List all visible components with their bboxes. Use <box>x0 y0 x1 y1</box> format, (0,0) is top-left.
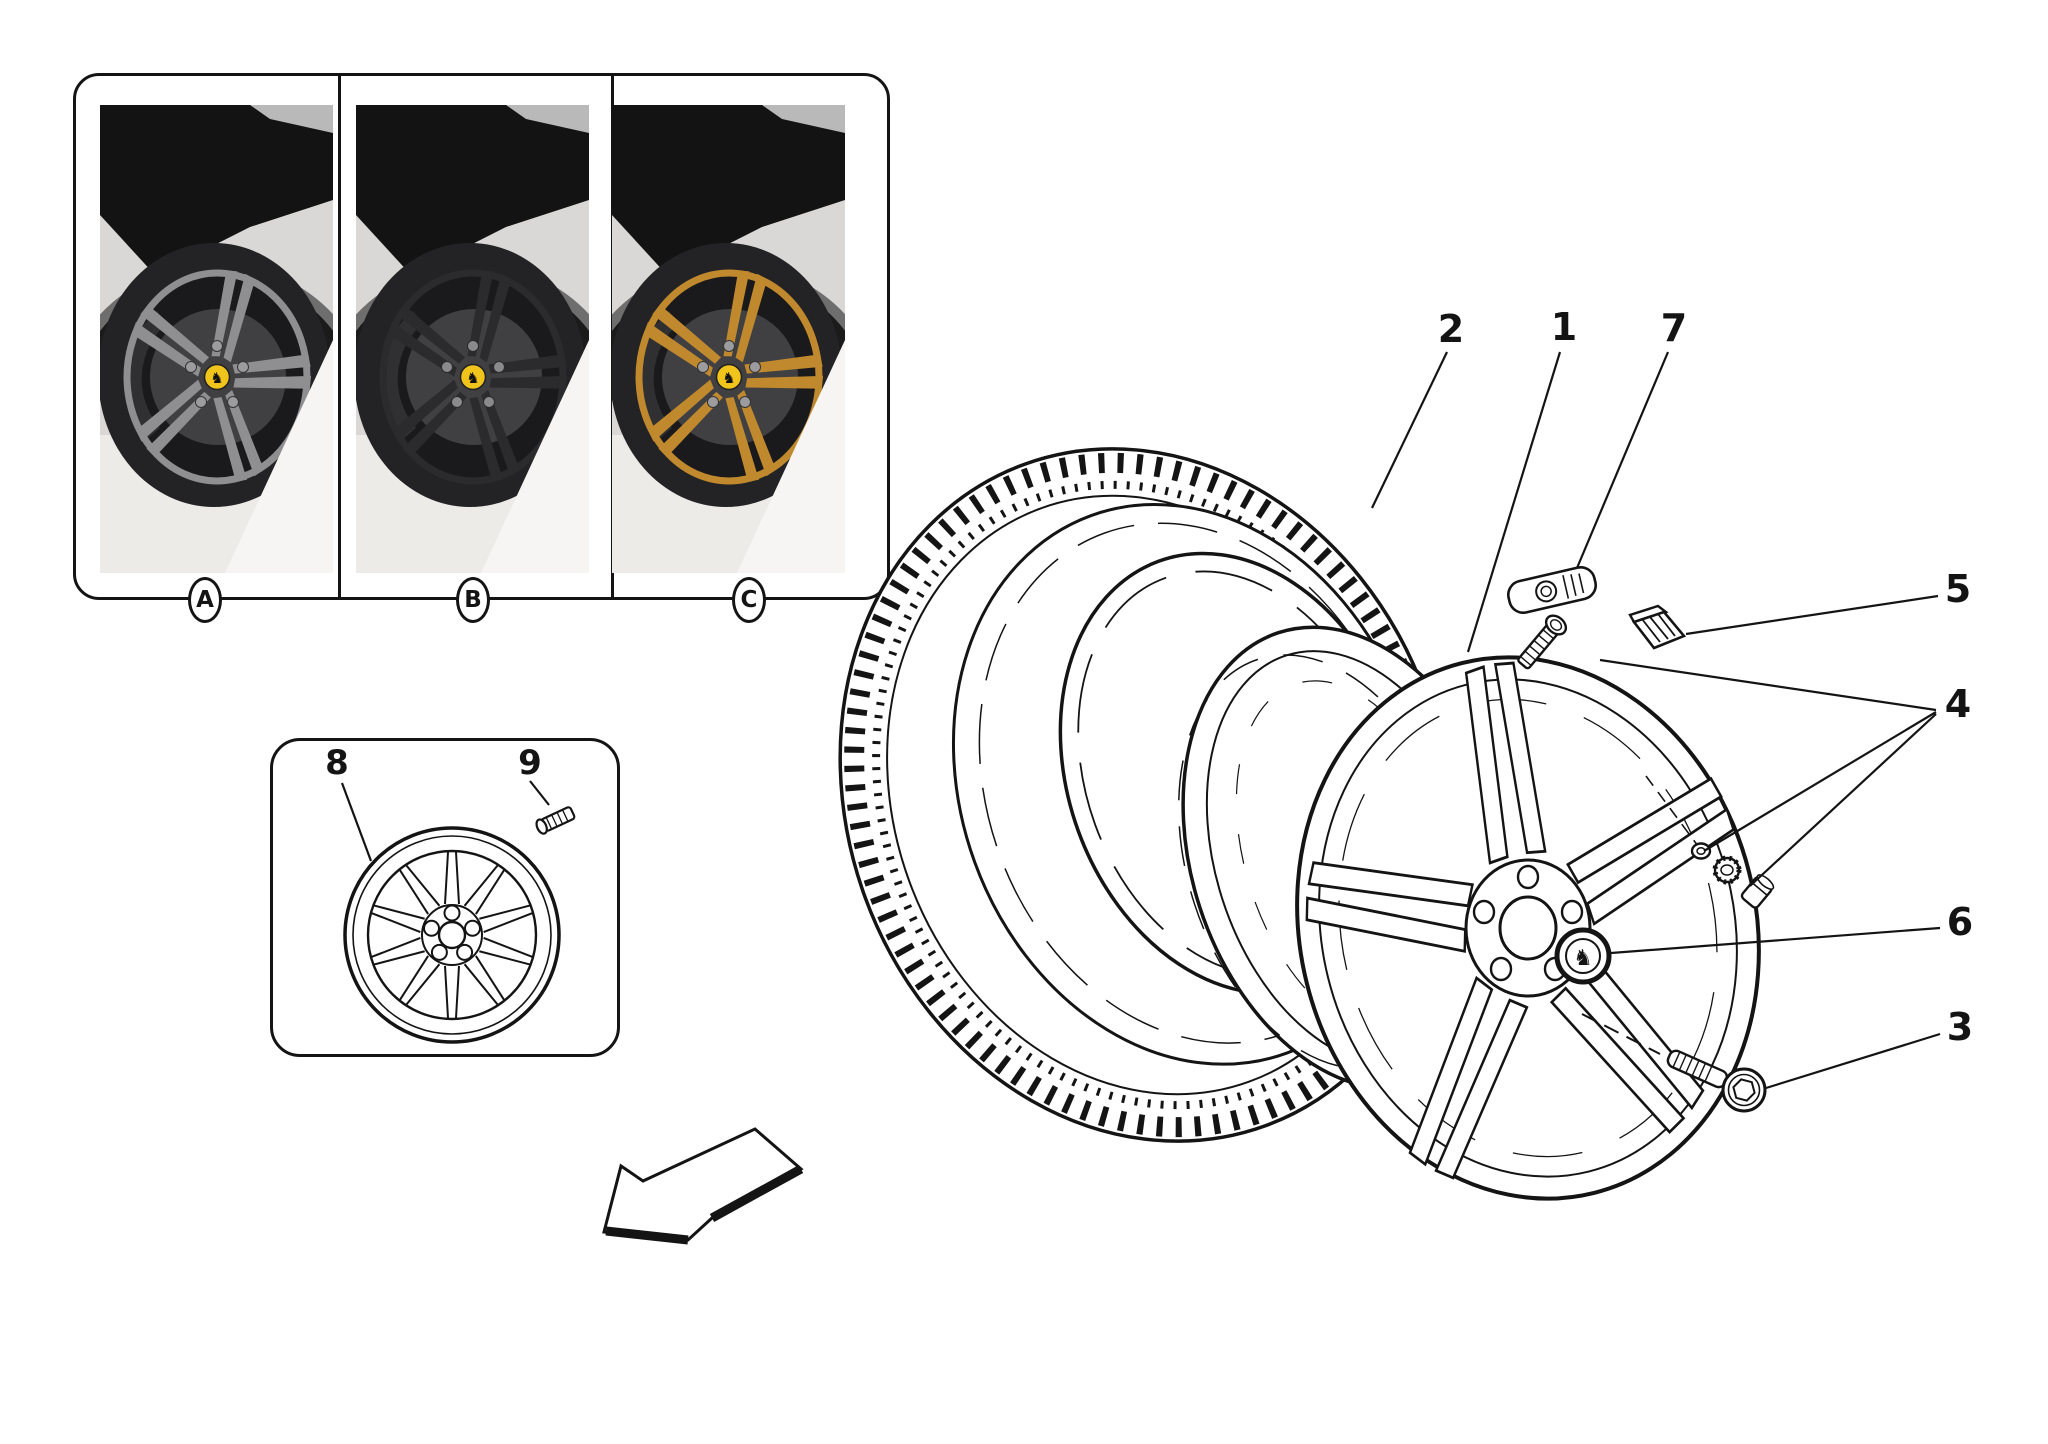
brake-caliper <box>637 310 680 439</box>
hub-cap-drawing: ♞ <box>1554 927 1612 985</box>
wheel-drawing <box>1295 655 1761 1201</box>
tpms-sensor-drawing <box>1507 566 1597 614</box>
variant-label-b: B <box>456 577 490 623</box>
center-cap <box>715 363 743 391</box>
wheel-photo-a-graphic: ♞ <box>100 105 333 573</box>
brake-caliper <box>381 310 424 439</box>
callout-3: 3 <box>1946 1005 1974 1049</box>
spare-wheel-spokes <box>371 851 533 1019</box>
center-cap <box>203 363 231 391</box>
lug-nuts <box>441 340 505 408</box>
car-body <box>100 105 333 275</box>
callout-5: 5 <box>1944 567 1972 611</box>
spare-wheel-drawing <box>343 826 561 1044</box>
callout-1: 1 <box>1550 305 1578 349</box>
wheel-photo-variant-c: ♞ <box>612 105 845 573</box>
wheel-bolt-drawing <box>1581 1013 1767 1113</box>
prancing-horse-icon: ♞ <box>722 369 735 387</box>
wheel-finish-variants-panel: ♞ <box>73 73 890 600</box>
prancing-horse-icon: ♞ <box>466 369 479 387</box>
prancing-horse-icon: ♞ <box>1573 946 1593 971</box>
callout-leader-lines <box>340 351 1941 1090</box>
callout-8: 8 <box>325 743 349 783</box>
variant-label-a: A <box>188 577 222 623</box>
lug-nuts <box>185 340 249 408</box>
callout-2: 2 <box>1437 307 1465 351</box>
wheel-photo-variant-b: ♞ <box>356 105 589 573</box>
balance-weight-drawing <box>1628 604 1687 650</box>
wheel-spokes <box>643 270 824 482</box>
wheel-photo-b-graphic: ♞ <box>356 105 589 573</box>
wheel-photo-variant-a: ♞ <box>100 105 333 573</box>
panel-divider <box>338 76 341 597</box>
wheel-photo-c-graphic: ♞ <box>612 105 845 573</box>
callout-9: 9 <box>518 743 542 783</box>
brake-caliper <box>125 310 168 439</box>
direction-arrow <box>602 1127 804 1245</box>
wheel-spokes <box>131 270 312 482</box>
center-cap <box>459 363 487 391</box>
fixing-screw-drawing <box>535 806 576 835</box>
lug-nuts <box>697 340 761 408</box>
callout-4: 4 <box>1944 682 1972 726</box>
callout-6: 6 <box>1946 900 1974 944</box>
callout-7: 7 <box>1660 306 1688 350</box>
valve-cap-drawing <box>1740 874 1775 909</box>
valve-nut-drawing <box>1712 855 1742 885</box>
valve-washer-drawing <box>1645 775 1712 860</box>
wheel-spokes <box>387 270 568 482</box>
valve-stem-drawing <box>1517 614 1568 670</box>
car-body <box>356 105 589 275</box>
car-body <box>612 105 845 275</box>
spare-wheel-lug-holes <box>423 904 481 961</box>
variant-label-c: C <box>732 577 766 623</box>
prancing-horse-icon: ♞ <box>210 369 223 387</box>
